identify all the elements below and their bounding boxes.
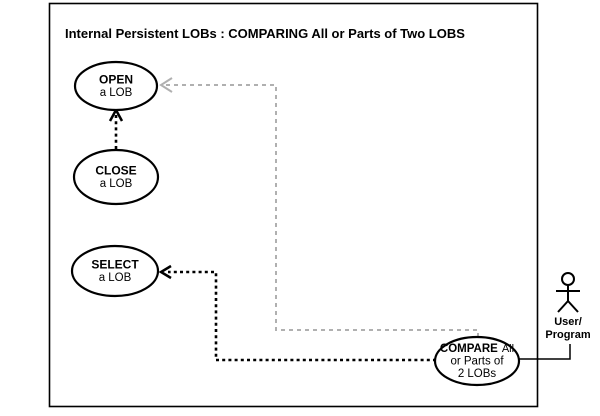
actor-leg-left (557, 300, 569, 313)
use-case-compare-label-line1: COMPARE All (440, 343, 514, 355)
association-line-compare-to-actor (519, 344, 571, 360)
actor-head (561, 272, 575, 286)
use-case-close-label-line2: a LOB (100, 178, 133, 190)
diagram-title: Internal Persistent LOBs : COMPARING All… (65, 26, 465, 41)
use-case-open: OPEN a LOB (73, 60, 159, 112)
use-case-open-label-line2: a LOB (100, 87, 133, 99)
use-case-open-ellipse (73, 60, 159, 112)
use-case-compare-label-line3: 2 LOBs (458, 368, 497, 380)
use-case-compare-label-line2: or Parts of (450, 356, 504, 368)
actor-label-line2: Program (545, 329, 590, 341)
use-case-compare-label-line1-bold: COMPARE (440, 343, 498, 355)
dependency-arrow-compare-to-select-stem (168, 270, 436, 362)
use-case-open-label-line1: OPEN (99, 73, 133, 87)
dependency-arrow-compare-to-open-stem (166, 84, 479, 337)
dependency-arrow-compare-to-select (158, 264, 436, 362)
use-case-compare: COMPARE All or Parts of 2 LOBs (433, 335, 521, 387)
dependency-arrow-compare-to-open (159, 77, 479, 337)
diagram-frame-border (48, 2, 539, 408)
use-case-close-ellipse (72, 148, 160, 206)
use-case-compare-ellipse (433, 335, 521, 387)
user-actor-icon (556, 272, 580, 313)
use-case-compare-label-line1-rest: All (502, 343, 514, 355)
actor-leg-right (567, 300, 579, 313)
actor-label-line1: User/ (554, 316, 582, 328)
use-case-select-label-line1: SELECT (91, 258, 139, 272)
use-case-select: SELECT a LOB (70, 244, 160, 298)
use-case-select-label-line2: a LOB (99, 272, 132, 284)
use-case-select-ellipse (70, 244, 160, 298)
open-gray-arrowhead-icon (159, 77, 173, 93)
dependency-arrow-close-to-open (108, 107, 124, 149)
use-case-close-label-line1: CLOSE (95, 164, 136, 178)
use-case-close: CLOSE a LOB (72, 148, 160, 206)
select-arrowhead-icon (158, 264, 172, 280)
